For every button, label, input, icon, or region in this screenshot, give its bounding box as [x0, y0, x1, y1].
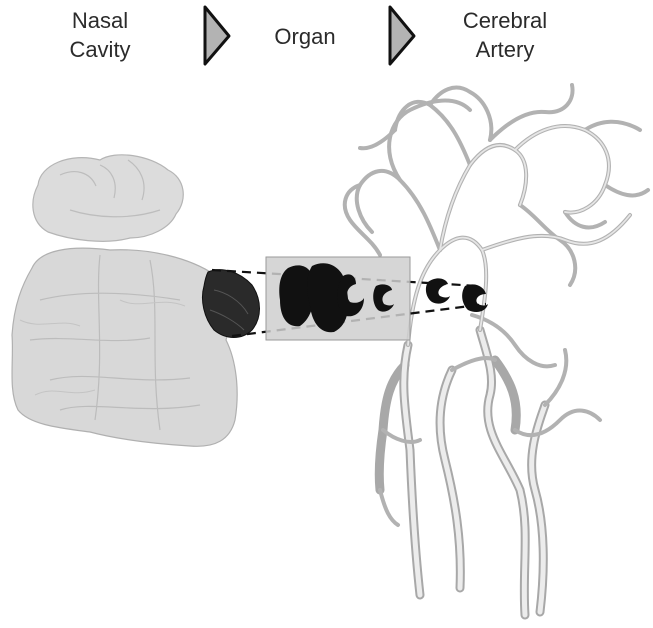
organ-section-box	[266, 257, 410, 340]
chevron-right-icon	[390, 7, 414, 64]
chevron-right-icon	[205, 7, 229, 64]
cerebral-artery-model	[345, 85, 648, 615]
